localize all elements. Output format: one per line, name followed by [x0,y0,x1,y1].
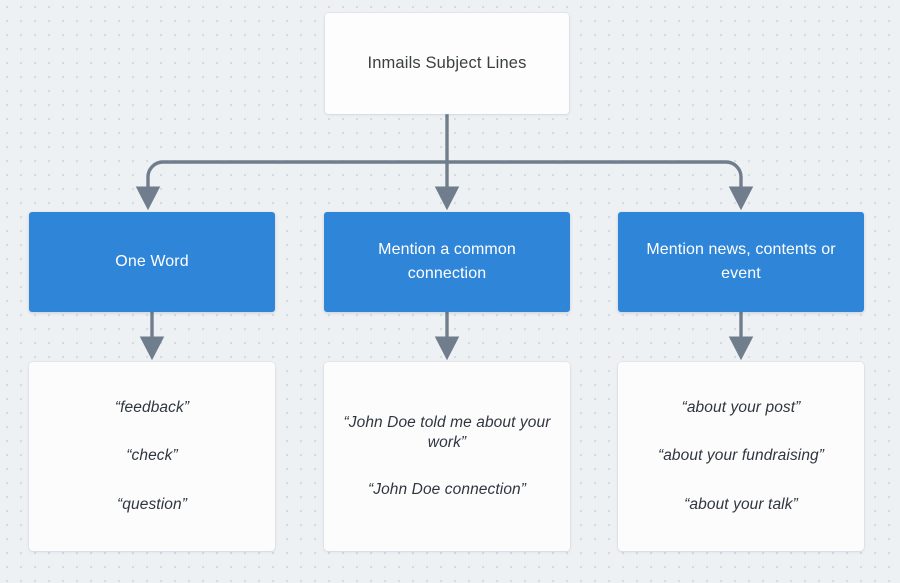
node-branch-one-word-label: One Word [115,253,189,270]
node-root-inmails-subject-lines[interactable]: Inmails Subject Lines [325,13,569,114]
example-quote: “about your post” [681,398,801,416]
node-examples-news-contents-event[interactable]: “about your post” “about your fundraisin… [618,362,864,551]
node-branch-news-contents-event-label: Mention news, contents or event [646,241,836,282]
example-quote: “check” [126,447,178,465]
node-branch-news-contents-event[interactable]: Mention news, contents or event [618,212,864,312]
example-quote: “about your fundraising” [657,447,825,465]
example-quote: “about your talk” [684,495,798,513]
node-branch-common-connection[interactable]: Mention a common connection [324,212,570,312]
connector-branch-left [135,160,447,211]
node-branch-common-connection-label: Mention a common connection [378,241,516,282]
example-quote: “feedback” [114,398,190,416]
node-root-label: Inmails Subject Lines [367,53,527,72]
example-quote: “John Doe connection” [367,480,527,498]
node-examples-common-connection[interactable]: “John Doe told me about your work” “John… [324,362,570,551]
node-branch-one-word[interactable]: One Word [29,212,275,312]
example-quote: “John Doe told me about your work” [343,413,551,452]
example-quote: “question” [117,495,187,513]
node-examples-one-word[interactable]: “feedback” “check” “question” [29,362,275,551]
connector-branch-right [447,160,754,211]
